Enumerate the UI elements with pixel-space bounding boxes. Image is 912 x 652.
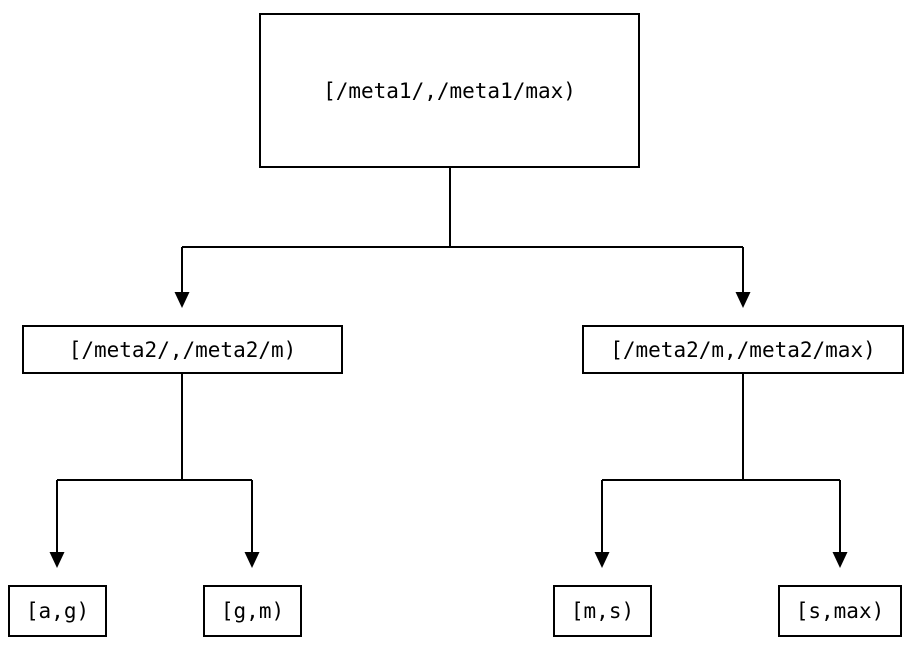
node-leaf-gm: [g,m)	[203, 585, 302, 637]
node-leaf-smax-label: [s,max)	[795, 599, 885, 623]
node-mid-left-label: [/meta2/,/meta2/m)	[68, 337, 297, 362]
edge-mid-right-to-children	[601, 374, 841, 552]
arrowhead-leaf-ag	[49, 552, 65, 568]
arrowhead-mid-right	[735, 292, 751, 308]
arrowhead-mid-left	[174, 292, 190, 308]
arrowhead-leaf-smax	[832, 552, 848, 568]
node-leaf-ms: [m,s)	[553, 585, 652, 637]
edge-mid-left-to-children	[56, 374, 253, 552]
node-mid-right-label: [/meta2/m,/meta2/max)	[610, 337, 876, 362]
edge-root-to-children	[181, 168, 744, 292]
node-root: [/meta1/,/meta1/max)	[259, 13, 640, 168]
node-mid-right: [/meta2/m,/meta2/max)	[582, 325, 904, 374]
node-leaf-smax: [s,max)	[778, 585, 902, 637]
node-leaf-ms-label: [m,s)	[570, 599, 635, 623]
node-leaf-gm-label: [g,m)	[220, 599, 285, 623]
node-mid-left: [/meta2/,/meta2/m)	[22, 325, 343, 374]
node-root-label: [/meta1/,/meta1/max)	[323, 78, 576, 103]
arrowhead-leaf-ms	[594, 552, 610, 568]
arrowhead-leaf-gm	[244, 552, 260, 568]
node-leaf-ag-label: [a,g)	[25, 599, 90, 623]
node-leaf-ag: [a,g)	[8, 585, 107, 637]
